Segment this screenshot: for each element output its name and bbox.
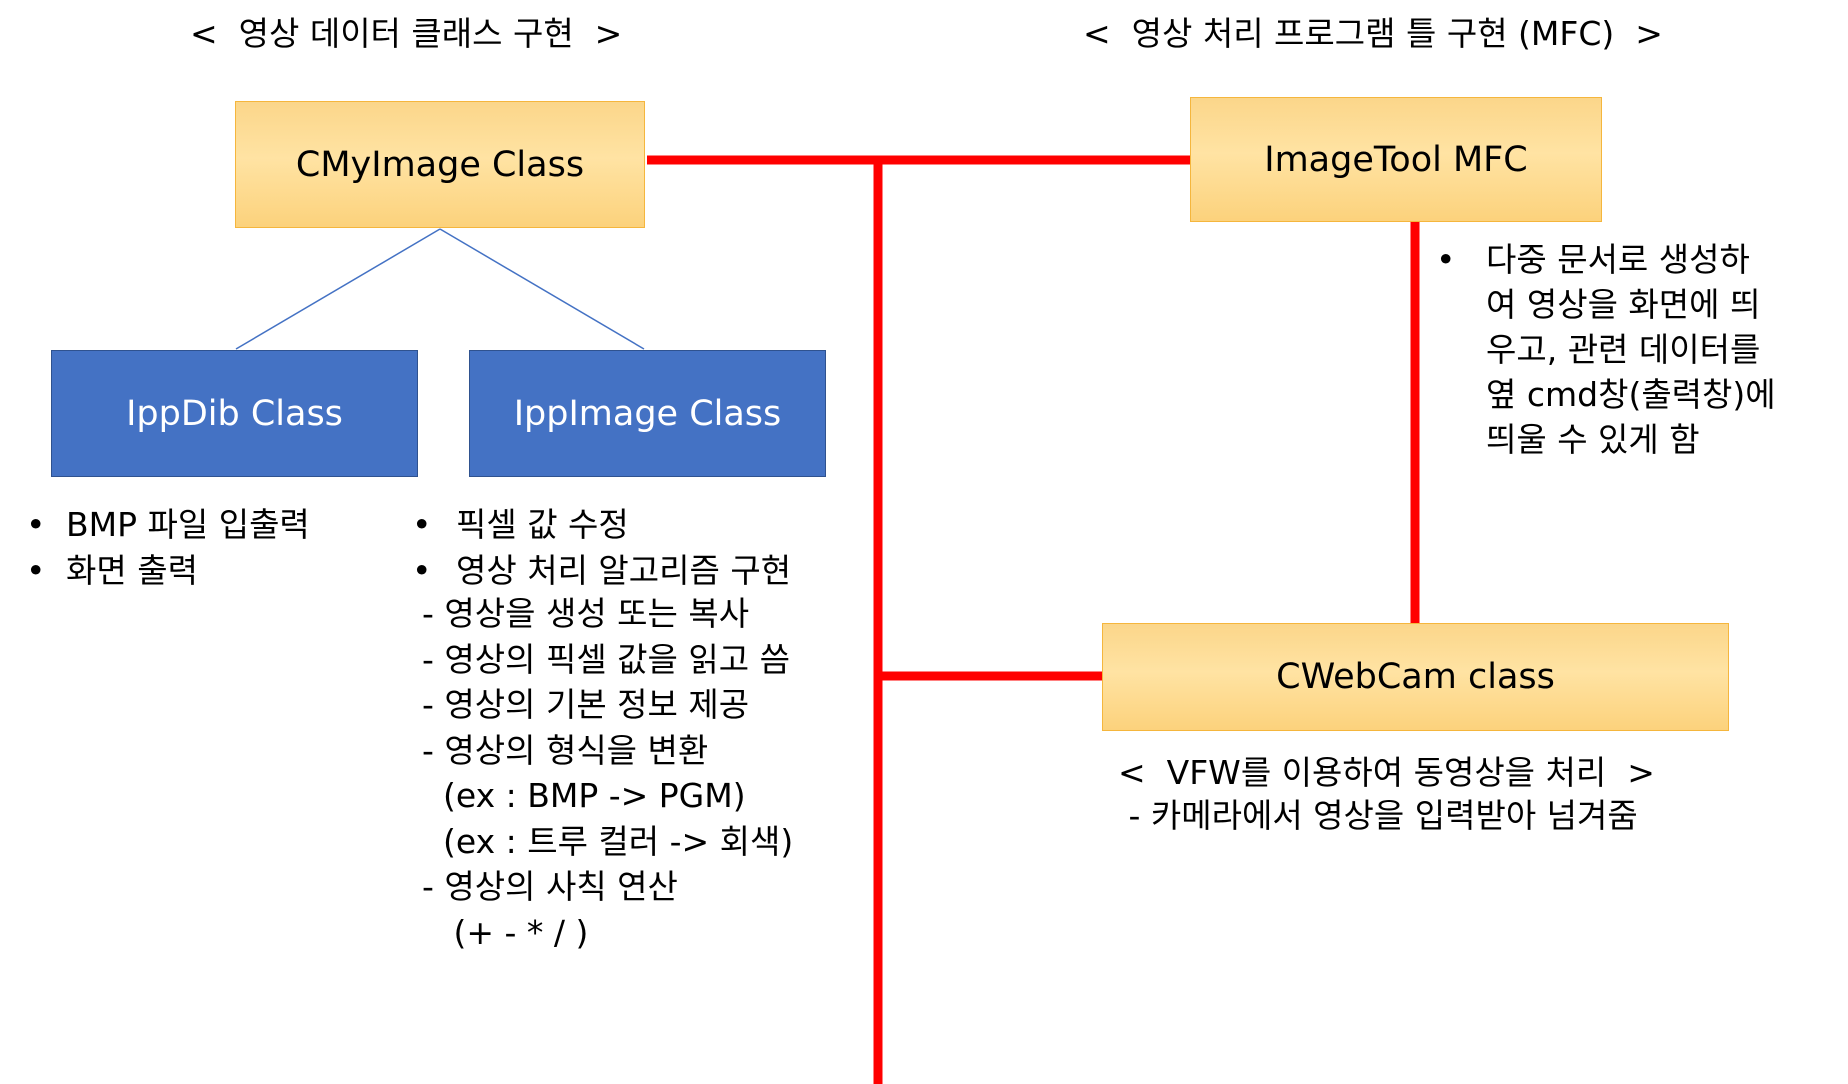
bullet-icon: • <box>412 505 432 544</box>
note-line: 띄울 수 있게 함 <box>1486 420 1700 459</box>
tree-line-right <box>439 228 645 350</box>
list-item: - 영상의 형식을 변환 <box>422 730 709 770</box>
list-item: •픽셀 값 수정 <box>410 502 791 548</box>
note-line: 우고, 관련 데이터를 <box>1486 330 1761 369</box>
cwebcam-class-box: CWebCam class <box>1102 623 1729 731</box>
heading-data-class: < 영상 데이터 클래스 구현 > <box>190 14 623 53</box>
list-item: (+ - * / ) <box>422 912 589 952</box>
note-line: 여 영상을 화면에 띄 <box>1486 285 1761 324</box>
bullet-icon: • <box>26 551 46 590</box>
list-item: - 영상의 사칙 연산 <box>422 867 678 906</box>
imagetool-note: • 다중 문서로 생성하 여 영상을 화면에 띄 우고, 관련 데이터를 옆 c… <box>1436 237 1776 462</box>
bullet-icon: • <box>1436 240 1456 279</box>
bullet-icon: • <box>412 551 432 590</box>
note-line: 옆 cmd창(출력창)에 <box>1486 375 1776 414</box>
list-item: - 영상을 생성 또는 복사 <box>422 594 750 633</box>
imagetool-mfc-box: ImageTool MFC <box>1190 97 1602 222</box>
list-item: - 영상의 기본 정보 제공 <box>422 685 750 724</box>
list-item: •영상 처리 알고리즘 구현 <box>410 548 791 594</box>
cwebcam-notes-title: < VFW를 이용하여 동영상을 처리 > <box>1118 753 1655 792</box>
heading-program-frame: < 영상 처리 프로그램 틀 구현 (MFC) > <box>1083 14 1663 53</box>
cmyimage-class-box: CMyImage Class <box>235 101 645 228</box>
ippdib-class-box: IppDib Class <box>51 350 418 477</box>
list-item: (ex : BMP -> PGM) <box>422 776 746 815</box>
note-line: 다중 문서로 생성하 <box>1486 240 1750 279</box>
tree-line-left <box>235 228 441 350</box>
list-item: •BMP 파일 입출력 <box>24 502 310 548</box>
list-item: •화면 출력 <box>24 548 310 594</box>
ippdib-notes: •BMP 파일 입출력 •화면 출력 <box>24 502 310 594</box>
ippimage-details: - 영상을 생성 또는 복사 - 영상의 픽셀 값을 읽고 씀 - 영상의 기본… <box>422 591 793 955</box>
list-item: - 영상의 픽셀 값을 읽고 씀 <box>422 639 790 679</box>
ippimage-class-box: IppImage Class <box>469 350 826 477</box>
ippimage-bullets: •픽셀 값 수정 •영상 처리 알고리즘 구현 <box>410 502 791 594</box>
list-item: (ex : 트루 컬러 -> 회색) <box>422 821 794 861</box>
bullet-icon: • <box>26 505 46 544</box>
cwebcam-notes-detail: - 카메라에서 영상을 입력받아 넘겨줌 <box>1118 796 1638 835</box>
list-item: • 다중 문서로 생성하 여 영상을 화면에 띄 우고, 관련 데이터를 옆 c… <box>1436 237 1776 462</box>
